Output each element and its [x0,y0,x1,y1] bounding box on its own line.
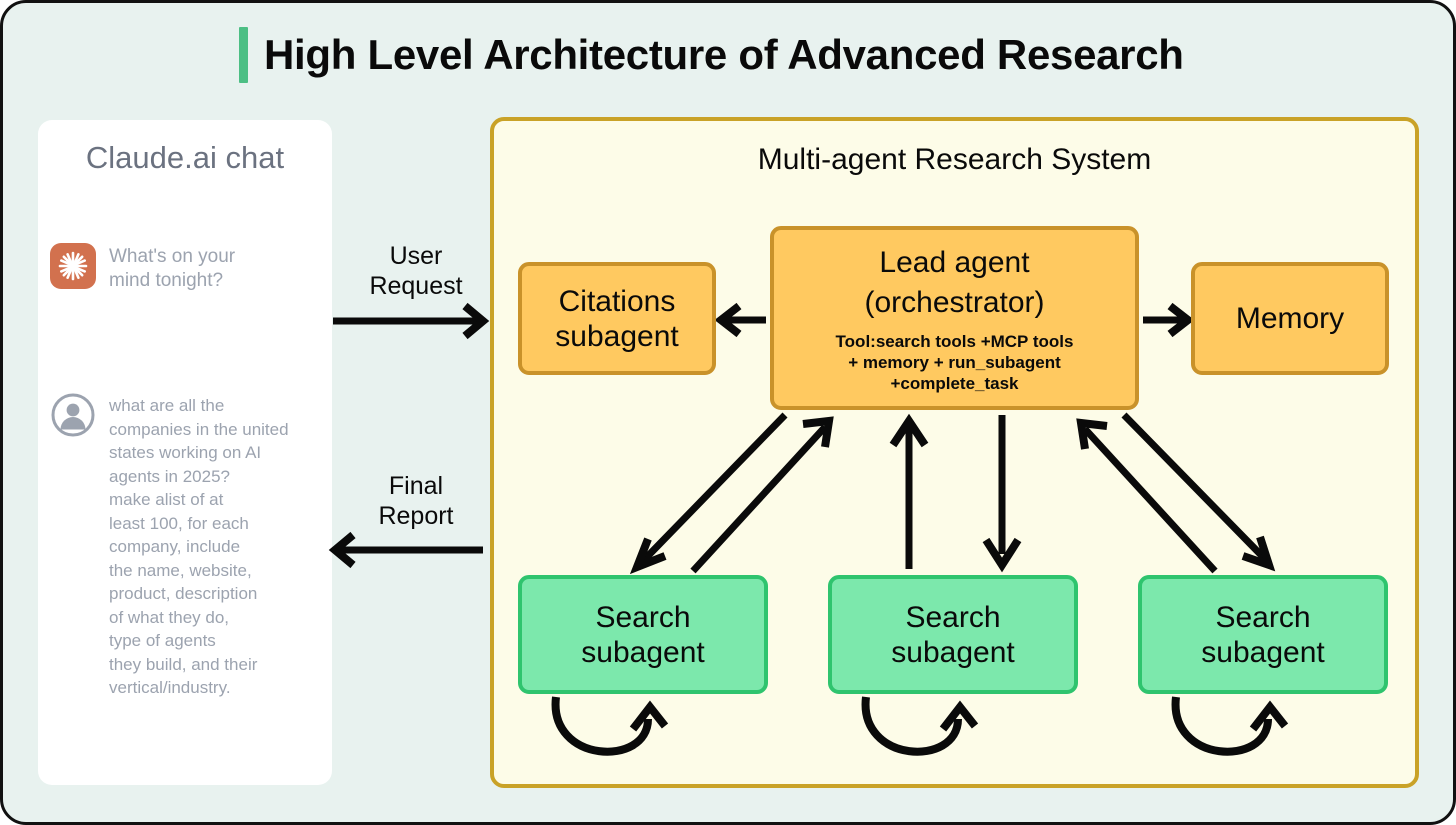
system-panel-title: Multi-agent Research System [757,143,1152,176]
chat-message-text: What's on your mind tonight? [109,246,236,291]
chat-message-assistant: What's on your mind tonight? [50,243,235,293]
title-accent-bar [239,27,248,83]
page-title: High Level Architecture of Advanced Rese… [239,27,1184,83]
edge-final-report [328,531,483,569]
edge-label-final-report: Final Report [378,472,454,530]
node-memory-title: Memory [1235,302,1345,335]
node-lead-agent-tools: Tool:search tools +MCP tools + memory + … [835,331,1074,393]
chat-message-text: what are all the companies in the united… [109,396,289,697]
node-search-subagent-1-title: Search subagent [581,600,705,669]
node-memory[interactable]: Memory [1191,262,1389,375]
node-lead-agent[interactable]: Lead agent (orchestrator) Tool:search to… [770,226,1139,410]
node-search-subagent-3[interactable]: Search subagent [1138,575,1388,694]
node-lead-agent-title: Lead agent (orchestrator) [864,245,1045,319]
page-title-text: High Level Architecture of Advanced Rese… [264,31,1184,78]
claude-starburst-icon [50,243,96,289]
chat-message-user: what are all the companies in the united… [50,392,289,700]
chat-panel-title: Claude.ai chat [85,140,285,175]
claude-chat-panel: Claude.ai chat [38,120,332,785]
node-search-subagent-2[interactable]: Search subagent [828,575,1078,694]
node-citations-subagent-title: Citations subagent [555,284,679,353]
node-search-subagent-3-title: Search subagent [1201,600,1325,669]
node-citations-subagent[interactable]: Citations subagent [518,262,716,375]
edge-label-user-request: User Request [369,242,463,300]
node-search-subagent-2-title: Search subagent [891,600,1015,669]
user-avatar-icon [50,392,96,438]
node-search-subagent-1[interactable]: Search subagent [518,575,768,694]
edge-user-request [333,302,490,340]
